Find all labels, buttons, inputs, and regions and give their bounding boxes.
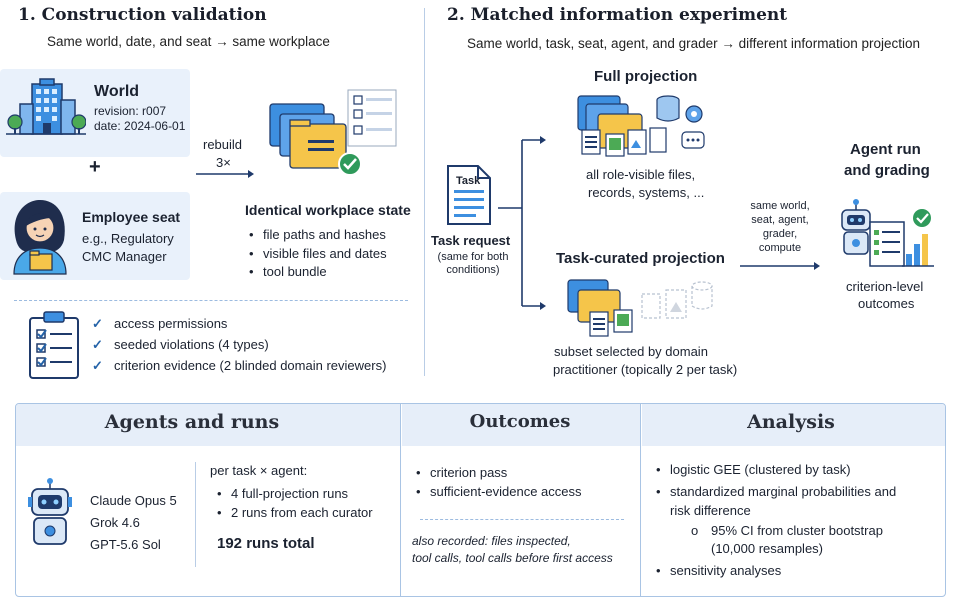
analysis-list-2: standardized marginal probabilities andr… <box>656 483 896 520</box>
employee-seat-title: Employee seat <box>82 209 181 225</box>
check-icon: ✓ <box>92 337 103 352</box>
world-title: World <box>94 83 140 100</box>
world-revision: revision: r007 <box>94 104 167 118</box>
employee-avatar-icon <box>13 200 67 275</box>
validation-checklist: ✓access permissions ✓seeded violations (… <box>92 313 386 376</box>
outcomes-divider <box>420 519 624 520</box>
ci-line1: 95% CI from cluster bootstrap <box>711 523 883 538</box>
agents-title: Agents and runs <box>104 411 280 433</box>
list-item: standardized marginal probabilities andr… <box>656 483 896 520</box>
stacked-folders-icon <box>269 89 397 176</box>
list-item: criterion pass <box>416 464 582 483</box>
list-item: 4 full-projection runs <box>217 485 373 504</box>
full-projection-desc2: records, systems, ... <box>588 185 705 200</box>
list-item: file paths and hashes <box>249 226 387 245</box>
list-item: ✓criterion evidence (2 blinded domain re… <box>92 355 386 376</box>
task-document-icon <box>447 165 491 225</box>
outcomes-title: Outcomes <box>469 411 571 432</box>
section2-subtitle: Same world, task, seat, agent, and grade… <box>467 36 920 51</box>
rebuild-arrow <box>196 170 254 178</box>
building-icon <box>6 78 86 135</box>
section1-subtitle: Same world, date, and seat → same workpl… <box>47 34 330 49</box>
analysis-list: logistic GEE (clustered by task) <box>656 461 851 480</box>
list-item: sufficient-evidence access <box>416 483 582 502</box>
curated-projection-title: Task-curated projection <box>556 250 725 267</box>
rebuild-label: rebuild <box>203 137 243 152</box>
to-agent-arrow <box>740 262 820 270</box>
employee-seat-line1: e.g., Regulatory <box>82 231 174 246</box>
workplace-state-title: Identical workplace state <box>245 202 411 218</box>
also-recorded-line1: also recorded: files inspected, <box>412 534 571 548</box>
agents-header <box>16 404 400 446</box>
list-item: visible files and dates <box>249 245 387 264</box>
full-projection-title: Full projection <box>594 68 698 85</box>
robot-grading-icon <box>841 199 934 267</box>
list-item: sensitivity analyses <box>656 562 781 581</box>
list-item: logistic GEE (clustered by task) <box>656 461 851 480</box>
outcomes-header <box>402 404 640 446</box>
check-icon: ✓ <box>92 316 103 331</box>
ci-line2: (10,000 resamples) <box>711 541 823 556</box>
panel-divider <box>640 404 641 596</box>
also-recorded-line2: tool calls, tool calls before first acce… <box>412 551 613 565</box>
panel-divider <box>400 404 401 596</box>
agents-divider <box>195 462 196 567</box>
curated-projection-desc1: subset selected by domain <box>554 344 708 359</box>
list-item: tool bundle <box>249 263 387 282</box>
branch-arrows <box>498 136 546 310</box>
agent-run-title1: Agent run <box>850 141 921 158</box>
section-divider <box>424 8 425 376</box>
list-item: GPT-5.6 Sol <box>90 537 161 552</box>
clipboard-checklist-icon <box>29 311 79 379</box>
list-item: Claude Opus 5 <box>90 493 177 508</box>
agent-model-list: Claude Opus 5 Grok 4.6 GPT-5.6 Sol <box>90 490 177 556</box>
analysis-header <box>642 404 945 446</box>
list-item: Grok 4.6 <box>90 515 140 530</box>
section1-title: 1. Construction validation <box>18 5 267 25</box>
task-note-line2: conditions) <box>446 264 500 276</box>
agent-outcomes-line1: criterion-level <box>846 279 924 294</box>
robot-icon <box>28 478 72 545</box>
per-task-label: per task × agent: <box>210 463 308 478</box>
section1-divider <box>14 300 408 301</box>
plus-sign: + <box>89 156 101 178</box>
full-projection-desc1: all role-visible files, <box>586 167 696 182</box>
runs-total: 192 runs total <box>217 535 315 552</box>
rebuild-count: 3× <box>216 155 231 170</box>
analysis-list-3: sensitivity analyses <box>656 562 781 581</box>
section2-title: 2. Matched information experiment <box>447 5 788 25</box>
task-icon-label: Task <box>456 175 481 187</box>
workplace-state-list: file paths and hashes visible files and … <box>249 226 387 282</box>
bottom-panel <box>15 403 946 597</box>
world-date: date: 2024-06-01 <box>94 119 186 133</box>
agent-run-title2: and grading <box>844 162 930 179</box>
runs-list: 4 full-projection runs 2 runs from each … <box>217 485 373 522</box>
list-item: ✓access permissions <box>92 313 386 334</box>
agent-outcomes-line2: outcomes <box>858 296 915 311</box>
list-item: ✓seeded violations (4 types) <box>92 334 386 355</box>
task-note-line1: (same for both <box>437 251 509 263</box>
curated-projection-files-icon <box>567 279 713 337</box>
same-conditions-note: same world, seat, agent, grader, compute <box>750 200 810 254</box>
ci-bullet: o <box>691 523 699 538</box>
list-item: 2 runs from each curator <box>217 504 373 523</box>
curated-projection-desc2: practitioner (topically 2 per task) <box>553 362 738 377</box>
check-icon: ✓ <box>92 358 103 373</box>
full-projection-files-icon <box>577 95 705 157</box>
task-request-title: Task request <box>431 233 511 248</box>
outcomes-list: criterion pass sufficient-evidence acces… <box>416 464 582 501</box>
employee-seat-line2: CMC Manager <box>82 249 167 264</box>
analysis-title: Analysis <box>747 411 835 433</box>
